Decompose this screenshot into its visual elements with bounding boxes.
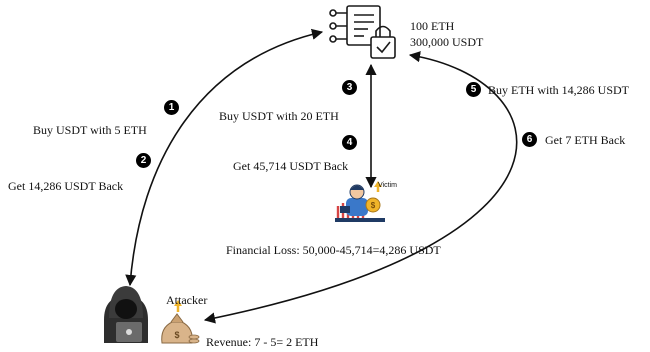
arrow-attacker-contract <box>125 28 324 287</box>
contract-usdt-balance: 300,000 USDT <box>410 35 484 49</box>
victim-financial-loss: Financial Loss: 50,000-45,714=4,286 USDT <box>226 243 441 257</box>
victim-label: Victim <box>378 182 397 189</box>
attacker-revenue: Revenue: 7 - 5= 2 ETH <box>206 335 319 349</box>
step-4-label: Get 45,714 USDT Back <box>233 159 349 173</box>
svg-text:$: $ <box>174 330 179 340</box>
step-5-badge: 5 <box>466 82 481 97</box>
step-1-label: Buy USDT with 5 ETH <box>33 123 147 137</box>
step-6-badge: 6 <box>522 132 537 147</box>
contract-eth-balance: 100 ETH <box>410 19 455 33</box>
svg-text:$: $ <box>371 201 376 210</box>
step-3-badge: 3 <box>342 80 357 95</box>
step-4-badge: 4 <box>342 135 357 150</box>
arrow-contract-revenue <box>203 51 518 324</box>
money-bag-icon: $ <box>161 300 200 344</box>
step-2-label: Get 14,286 USDT Back <box>8 179 124 193</box>
victim-trader-icon: $ <box>335 181 385 222</box>
step-6-label: Get 7 ETH Back <box>545 133 626 147</box>
hacker-icon <box>104 286 148 343</box>
step-5-label: Buy ETH with 14,286 USDT <box>488 83 629 97</box>
step-1-badge: 1 <box>164 100 179 115</box>
smart-contract-icon <box>329 5 396 59</box>
step-3-label: Buy USDT with 20 ETH <box>219 109 339 123</box>
attacker-label: Attacker <box>166 293 208 307</box>
step-2-badge: 2 <box>136 153 151 168</box>
